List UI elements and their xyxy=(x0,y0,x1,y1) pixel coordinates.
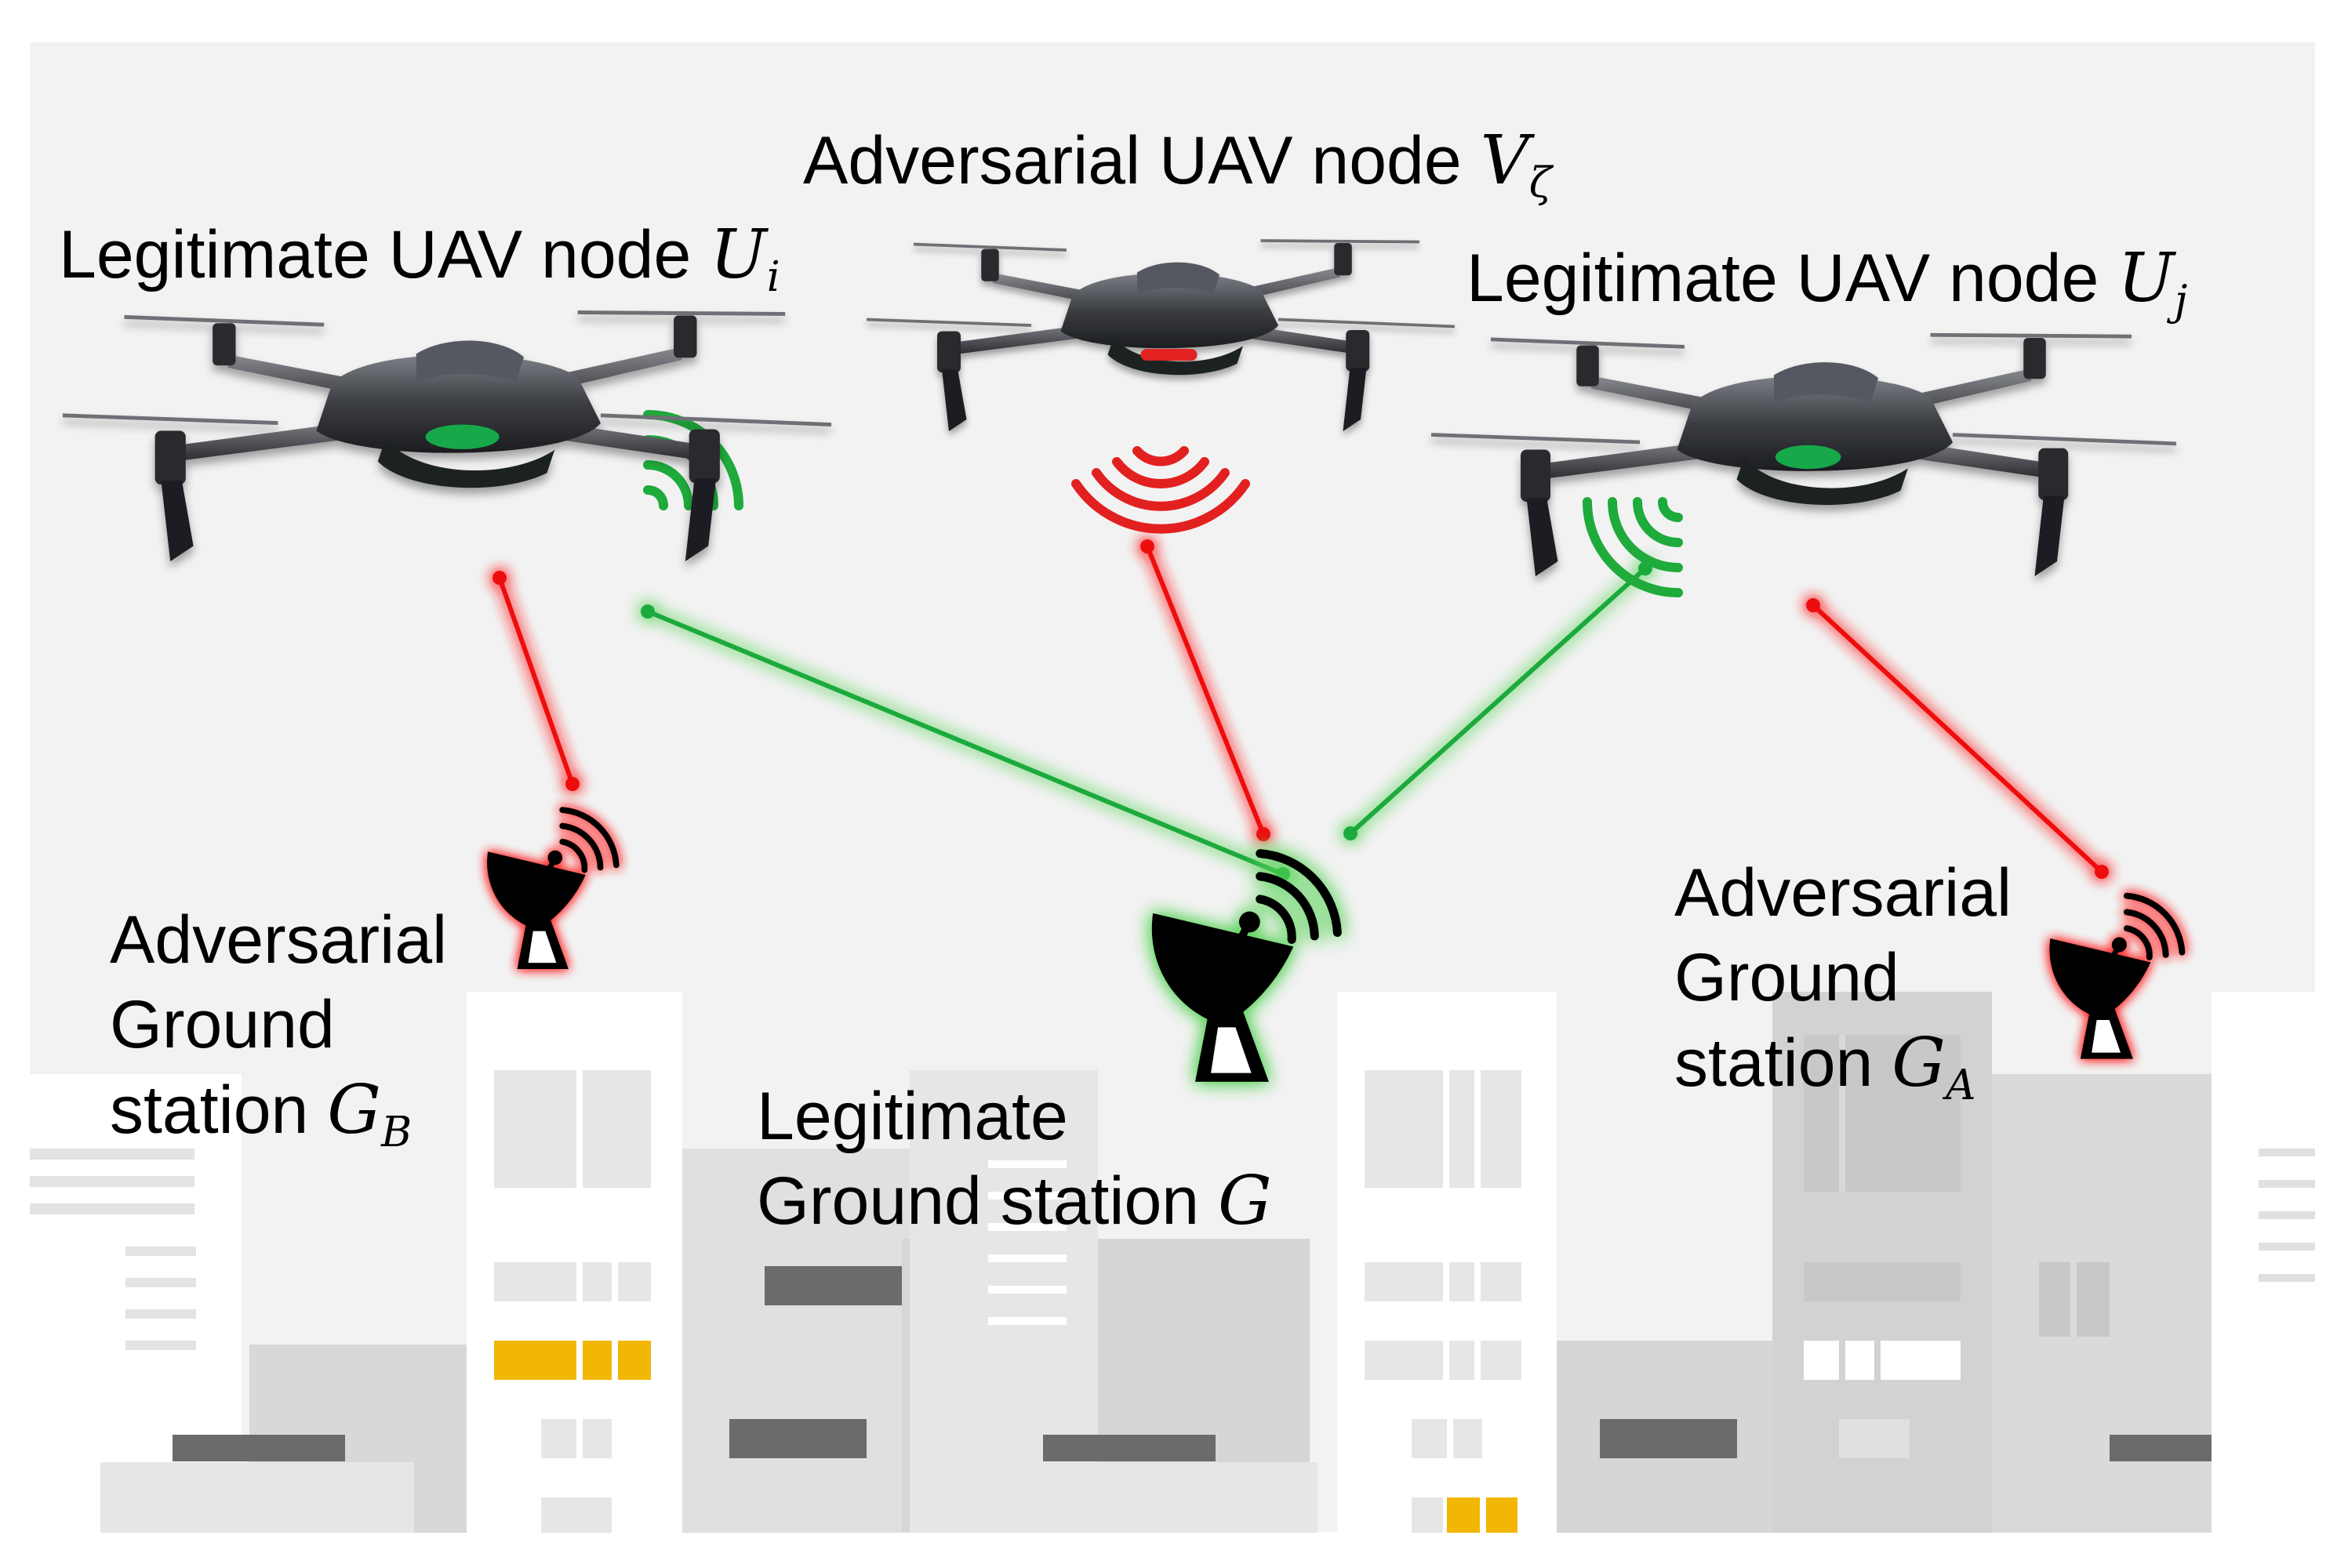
label-adv-ground-a: Adversarial Ground station GA xyxy=(1674,851,2012,1105)
link-legit-ui-to-g xyxy=(646,609,1285,877)
label-sub: ζ xyxy=(1528,158,1552,208)
quadcopter-drone-icon xyxy=(63,239,2176,576)
label-line3: station xyxy=(1674,1025,1892,1101)
label-legit-ground: Legitimate Ground station G xyxy=(757,1074,1272,1244)
label-text: Legitimate UAV node xyxy=(1467,241,2118,316)
label-var: G xyxy=(1892,1023,1946,1102)
label-line1: Adversarial xyxy=(1674,855,2012,931)
legit-uav-j xyxy=(1431,335,2176,576)
links-layer xyxy=(492,539,2109,881)
label-sub: A xyxy=(1945,1060,1976,1109)
label-sub: i xyxy=(766,252,780,302)
link-legit-uj-to-g xyxy=(1348,566,1648,836)
label-line1: Adversarial xyxy=(110,902,448,978)
legit-uav-i xyxy=(63,312,831,561)
label-line3-wrap: station GB xyxy=(110,1068,447,1153)
label-line2-wrap: Ground station G xyxy=(757,1159,1272,1243)
label-text: Legitimate UAV node xyxy=(59,217,711,292)
label-line2: Ground xyxy=(1674,940,1899,1016)
label-line2: Ground station xyxy=(757,1163,1219,1240)
label-legit-uav-j: Legitimate UAV node Uj xyxy=(1467,235,2187,321)
label-line3-wrap: station GA xyxy=(1674,1021,2012,1106)
link-adv-ui-to-gb xyxy=(497,576,575,786)
label-var: U xyxy=(2117,239,2175,318)
label-line1: Legitimate xyxy=(757,1079,1068,1154)
label-line2: Ground xyxy=(110,987,335,1063)
link-adv-vz-to-g xyxy=(1145,545,1266,836)
label-text: Adversarial UAV node xyxy=(803,123,1481,198)
label-adv-ground-b: Adversarial Ground station GB xyxy=(110,898,447,1152)
label-sub: j xyxy=(2174,276,2188,325)
label-line3: station xyxy=(110,1072,328,1148)
label-var: G xyxy=(327,1070,381,1149)
label-var: U xyxy=(710,216,767,294)
adversarial-uav-v xyxy=(865,239,1456,433)
label-adversarial-uav: Adversarial UAV node Vζ xyxy=(803,118,1552,204)
label-legit-uav-i: Legitimate UAV node Ui xyxy=(59,212,780,298)
label-var: V xyxy=(1480,122,1529,200)
label-sub: B xyxy=(380,1107,413,1156)
city-buildings xyxy=(30,992,2315,1533)
link-adv-uj-to-ga xyxy=(1811,603,2104,874)
label-var: G xyxy=(1218,1162,1272,1241)
